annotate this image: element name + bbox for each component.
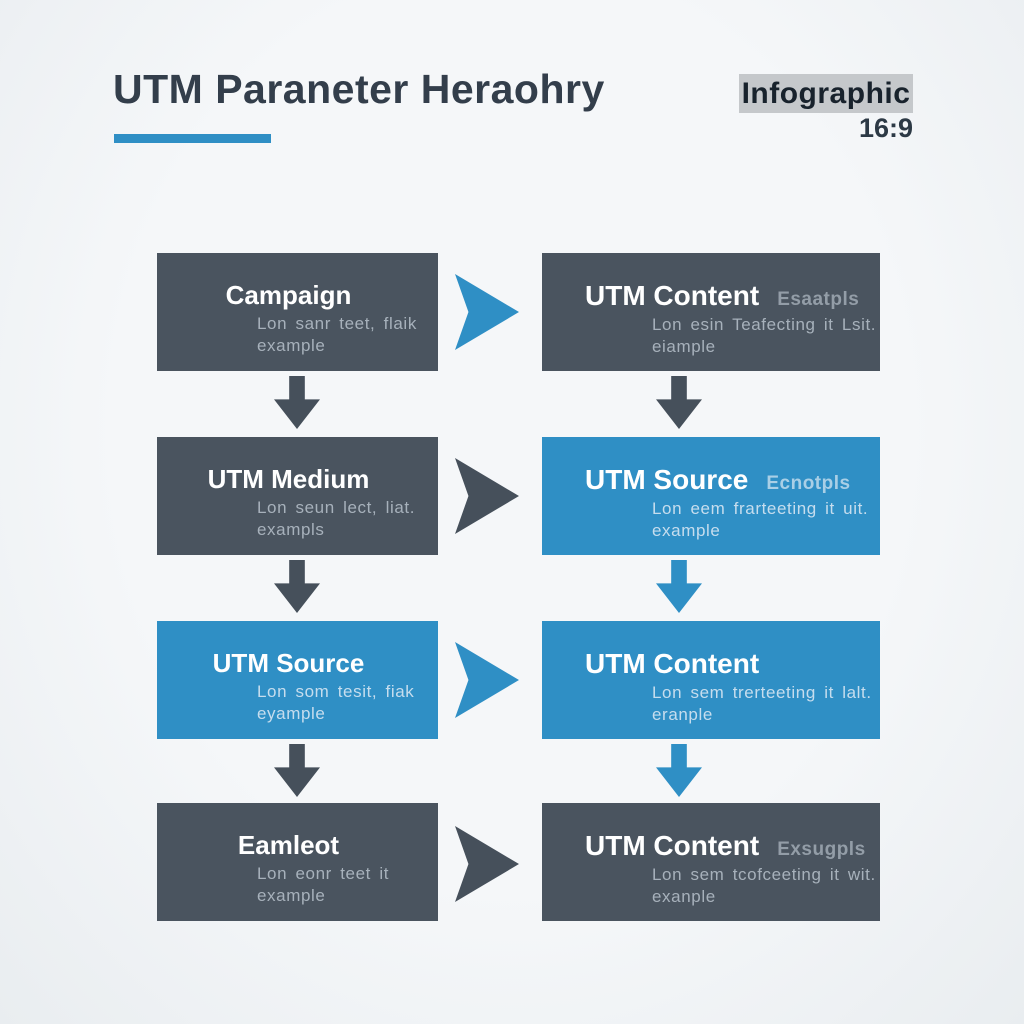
box-subtitle: Lon esin Teafecting it Lsit.eiample [652, 315, 877, 356]
arrow-down-icon [274, 744, 320, 797]
arrow-down-icon [656, 744, 702, 797]
box-title: UTM Content [585, 648, 760, 679]
box-side-label: Ecnotpls [766, 473, 851, 494]
box-subtitle: Lon sem trerteeting it lalt.eranple [652, 683, 872, 724]
title-underline [114, 134, 271, 143]
infographic-badge: Infographic [739, 74, 913, 113]
arrow-right-icon [455, 826, 519, 902]
arrow-down-icon [274, 560, 320, 613]
aspect-ratio-label: 16:9 [858, 113, 913, 143]
box-subtitle: Lon sem tcofceeting it wit.exanple [652, 865, 876, 906]
box-title: UTM Medium [207, 464, 370, 494]
box-side-label: Esaatpls [777, 289, 860, 310]
arrow-right-icon [455, 274, 519, 350]
box-title: Campaign [225, 280, 352, 310]
box-utm-medium: UTM Medium Lon seun lect, liat.exampls [157, 437, 438, 555]
arrow-down-icon [656, 560, 702, 613]
box-title: Eamleot [237, 830, 340, 860]
arrow-down-icon [656, 376, 702, 429]
box-side-label: Exsugpls [777, 839, 866, 860]
box-title: UTM Source [212, 648, 365, 678]
arrow-right-icon [455, 458, 519, 534]
box-subtitle: Lon seun lect, liat.exampls [257, 498, 416, 539]
box-subtitle: Lon eem frarteeting it uit.example [652, 499, 869, 540]
box-utm-content-2: UTM Content Lon sem trerteeting it lalt.… [542, 621, 880, 739]
arrow-down-icon [274, 376, 320, 429]
page-title: UTM Paraneter Heraohry [113, 66, 605, 112]
arrow-right-icon [455, 642, 519, 718]
